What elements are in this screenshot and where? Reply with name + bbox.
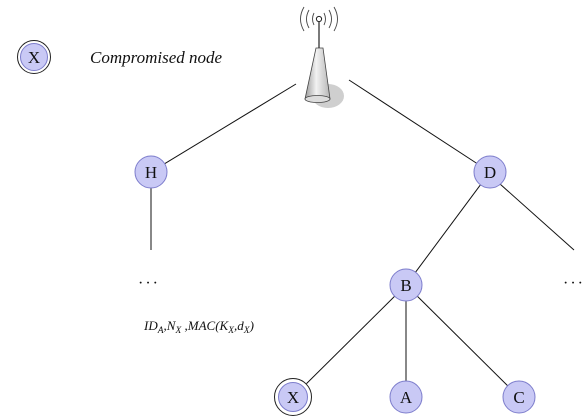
legend: X Compromised node	[17, 40, 223, 74]
message-part-mac: ,MAC(K	[181, 318, 229, 333]
tower-base	[304, 95, 331, 103]
message-annotation: IDA,NX ,MAC(KX,dX)	[143, 318, 254, 336]
edge-d-to-b	[415, 184, 481, 273]
ellipsis-left: ···	[138, 275, 160, 292]
node-label: C	[513, 388, 524, 407]
node-label: B	[400, 276, 411, 295]
edge-base-station-to-h	[164, 83, 297, 165]
message-sub-x1: X	[174, 326, 182, 336]
node-b: B	[389, 268, 423, 302]
signal-waves-outer	[300, 6, 338, 32]
ellipsis-right: ···	[563, 275, 585, 292]
tower-body	[304, 47, 331, 100]
message-sub-a: A	[157, 326, 164, 336]
node-x-compromised: X	[274, 378, 312, 416]
signal-waves-inner	[312, 12, 326, 26]
node-label: H	[145, 163, 157, 182]
message-part-d: ,d	[234, 318, 244, 333]
antenna-tip	[315, 15, 323, 23]
node-label: D	[484, 163, 496, 182]
node-h: H	[134, 155, 168, 189]
node-circle	[389, 380, 423, 414]
edge-b-to-x	[306, 295, 395, 384]
legend-text: Compromised node	[90, 48, 223, 67]
node-label: X	[287, 388, 299, 407]
antenna-tower-icon	[300, 6, 344, 108]
edge-d-to-ellipsis-right	[499, 183, 575, 251]
node-circle	[278, 382, 308, 412]
node-label: A	[400, 388, 413, 407]
edge-b-to-c	[417, 295, 508, 387]
legend-node-label: X	[28, 48, 40, 67]
tree-edges	[150, 79, 575, 387]
node-d: D	[473, 155, 507, 189]
node-a: A	[389, 380, 423, 414]
node-circle	[389, 268, 423, 302]
message-part-id: ID	[143, 318, 158, 333]
message-sub-x3: X	[243, 326, 251, 336]
message-part-n: ,N	[164, 318, 177, 333]
node-c: C	[502, 380, 536, 414]
signal-waves-middle	[306, 9, 332, 29]
message-part-close: )	[249, 318, 254, 333]
node-circle	[502, 380, 536, 414]
edge-base-station-to-d	[348, 79, 477, 164]
message-sub-x2: X	[227, 326, 235, 336]
legend-node	[20, 43, 48, 71]
node-circle	[134, 155, 168, 189]
node-circle	[473, 155, 507, 189]
